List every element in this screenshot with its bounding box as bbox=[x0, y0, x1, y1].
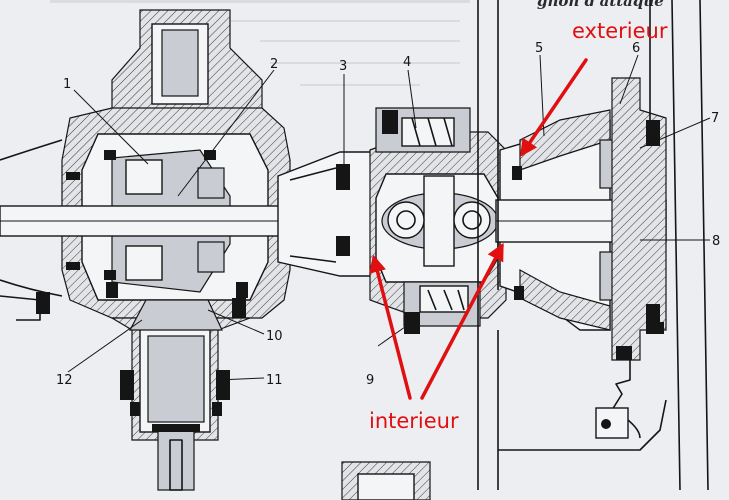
part-number-labels: 1 2 3 4 5 6 7 8 9 10 11 12 bbox=[56, 41, 720, 388]
part-number-6: 6 bbox=[632, 41, 640, 56]
part-number-9: 9 bbox=[366, 373, 374, 388]
part-number-7: 7 bbox=[711, 111, 719, 126]
label-exterieur: exterieur bbox=[572, 19, 668, 43]
differential-housing bbox=[0, 9, 291, 491]
leader-lines bbox=[67, 54, 711, 381]
part-number-8: 8 bbox=[712, 234, 720, 249]
tube-housing bbox=[277, 107, 507, 334]
arrow-exterieur bbox=[520, 58, 588, 157]
part-number-1: 1 bbox=[63, 77, 71, 92]
part-number-3: 3 bbox=[339, 59, 347, 74]
lower-partial-component bbox=[341, 461, 431, 500]
part-number-11: 11 bbox=[266, 373, 283, 388]
casing-bolts bbox=[36, 150, 248, 320]
part-number-4: 4 bbox=[403, 55, 411, 70]
arrow-interieur-right bbox=[420, 242, 504, 400]
hub-assembly bbox=[477, 0, 709, 491]
top-caption: gnon d'attaque bbox=[537, 0, 664, 10]
part-number-5: 5 bbox=[535, 41, 543, 56]
background-text-texture bbox=[50, 0, 470, 86]
red-annotations: exterieur interieur bbox=[369, 19, 668, 433]
arrow-interieur-left bbox=[369, 254, 412, 400]
part-number-2: 2 bbox=[270, 57, 278, 72]
part-number-12: 12 bbox=[56, 373, 73, 388]
part-number-10: 10 bbox=[266, 329, 283, 344]
label-interieur: interieur bbox=[369, 409, 459, 433]
